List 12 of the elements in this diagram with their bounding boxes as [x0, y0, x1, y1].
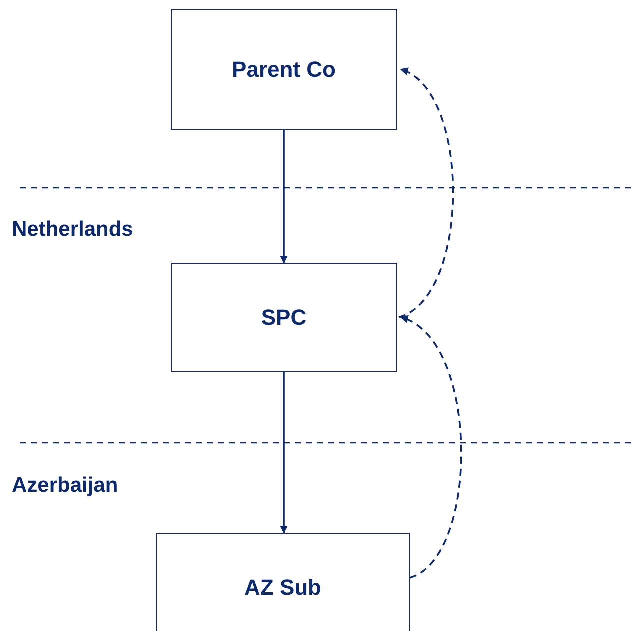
entity-name: AZ Sub — [244, 575, 322, 601]
arrow — [400, 316, 462, 579]
country-label: Netherlands — [12, 218, 134, 242]
arrow — [280, 130, 288, 264]
country-label: Azerbaijan — [12, 474, 118, 498]
arrow — [398, 68, 454, 318]
entity-box — [171, 9, 397, 130]
entity-name: Parent Co — [232, 56, 336, 82]
arrow — [280, 372, 288, 534]
entity-name: SPC — [261, 304, 307, 330]
entity-box — [171, 263, 397, 372]
entity-box — [156, 533, 410, 631]
